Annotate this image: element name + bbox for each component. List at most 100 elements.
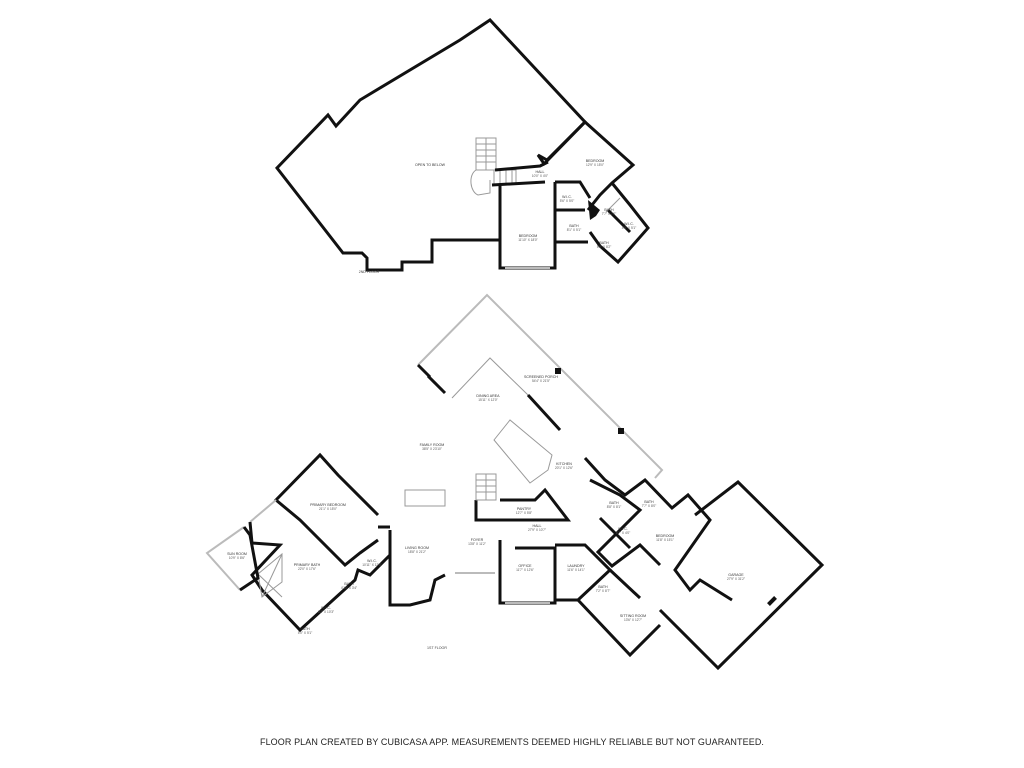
room-dims: 22'0" X 17'6" — [298, 567, 316, 571]
room-dims: 11'7" X 12'6" — [516, 568, 534, 572]
room-dims: 11'6" X 14'1" — [567, 568, 585, 572]
room-label: OFFICE — [518, 564, 532, 568]
kitchen-island — [493, 419, 553, 484]
floor-label: 1ST FLOOR — [427, 646, 447, 650]
room-label: LIVING ROOM — [405, 546, 429, 550]
room-dims: 13'6" X 12'7" — [624, 618, 642, 622]
kitchen-right-wall — [583, 456, 733, 602]
porch-wall — [416, 363, 432, 379]
room-dims: 8'2" X 10'3" — [318, 610, 334, 614]
room-label: BEDROOM — [519, 234, 538, 238]
room-dims: 11'10" X 18'0" — [518, 238, 538, 242]
room-label: W.I.C. — [624, 222, 634, 226]
room-label: HALL — [536, 170, 545, 174]
room-dims: 5'0" X 5'1" — [298, 631, 312, 635]
room-label: W.I.C. — [367, 559, 377, 563]
wic-wall — [555, 180, 592, 199]
sun-room-windows — [205, 526, 245, 591]
room-label: BEDROOM — [586, 159, 605, 163]
fireplace — [404, 489, 446, 507]
room-dims: 4'10" X 3'4" — [341, 586, 357, 590]
porch-post — [555, 368, 561, 374]
room-label: BATH — [300, 627, 310, 631]
pantry-walls — [474, 487, 572, 522]
garage-walls — [658, 480, 825, 671]
garage-post — [767, 596, 777, 606]
room-label: BATH — [609, 501, 619, 505]
room-dims: 5'6" X 5'0" — [560, 199, 574, 203]
room-dims: 27'9" X 10'7" — [528, 528, 546, 532]
chimney — [588, 200, 600, 220]
room-label: BATH — [344, 582, 354, 586]
upper-bedroom-walls — [543, 119, 636, 211]
room-label: LAUNDRY — [567, 564, 585, 568]
right-bath-walls — [588, 182, 650, 265]
room-label: PANTRY — [517, 507, 532, 511]
room-label: OPEN TO BELOW — [415, 163, 446, 167]
room-label: KITCHEN — [556, 462, 572, 466]
room-label: DINING AREA — [476, 394, 500, 398]
room-dims: 38'5" X 23'10" — [422, 447, 442, 451]
sitting-room-walls — [576, 598, 662, 658]
staircase-icon — [475, 473, 497, 501]
family-room-walls — [426, 374, 447, 395]
room-dims: 12'7" X 5'8" — [516, 511, 532, 515]
room-label: SCREENED PORCH — [524, 375, 558, 379]
room-dims: 5'0" X 8'2" — [597, 245, 611, 249]
room-dims: 7'7" X 8'0" — [642, 504, 656, 508]
shower-fixture — [257, 552, 283, 598]
room-dims: 5'7" X 4'0" — [616, 531, 630, 535]
room-label: BATH — [569, 224, 579, 228]
room-dims: 21'1" X 15'0" — [319, 507, 337, 511]
room-dims: 10'9" X 8'6" — [229, 556, 245, 560]
room-label: BATH — [599, 241, 609, 245]
room-dims: 27'9" X 31'2" — [727, 577, 745, 581]
primary-bath-walls — [248, 521, 392, 633]
disclaimer-footer: FLOOR PLAN CREATED BY CUBICASA APP. MEAS… — [259, 737, 765, 747]
room-dims: 4'0" X 5'1" — [622, 226, 636, 230]
room-label: BATH — [644, 500, 654, 504]
staircase-icon — [470, 137, 517, 196]
lower-bedroom-walls — [498, 182, 557, 270]
room-label: W.I.C. — [562, 195, 572, 199]
room-label: PRIMARY BEDROOM — [310, 503, 346, 507]
room-dims: 54'4" X 21'5" — [532, 379, 550, 383]
hall-wall — [494, 160, 549, 172]
room-label: BATH — [604, 208, 614, 212]
room-dims: 10'11" X 12'4" — [362, 563, 382, 567]
room-label: SUN ROOM — [227, 552, 247, 556]
living-room-walls — [388, 530, 446, 607]
room-dims: 11'8" X 15'1" — [656, 538, 674, 542]
porch-post — [618, 428, 624, 434]
room-label: FAMILY ROOM — [420, 443, 445, 447]
room-dims: 18'8" X 21'2" — [408, 550, 426, 554]
room-dims: 7'7" X 7'0" — [602, 212, 616, 216]
room-label: SITTING ROOM — [620, 614, 646, 618]
room-label: GARAGE — [728, 573, 744, 577]
room-dims: 7'2" X 8'7" — [596, 589, 610, 593]
room-label: BEDROOM — [656, 534, 675, 538]
first-floor-plan: SCREENED PORCH 54'4" X 21'5" DINING AREA… — [205, 293, 825, 671]
room-label: BATH — [598, 585, 608, 589]
bedroom-wing-walls — [589, 478, 662, 568]
sun-room-wall — [239, 526, 260, 592]
room-dims: 12'9" X 15'0" — [586, 163, 604, 167]
primary-bedroom-walls — [273, 452, 380, 568]
room-label: HALL — [533, 524, 542, 528]
room-dims: 8'1" X 5'1" — [567, 228, 581, 232]
second-floor-plan: OPEN TO BELOW HALL 10'0" X 4'0" BEDROOM … — [275, 18, 650, 274]
hall-wall-lower — [491, 180, 546, 187]
office-walls — [498, 540, 557, 605]
floor-label: 2ND FLOOR — [359, 270, 380, 274]
dining-bay — [451, 357, 529, 399]
open-to-below-walls — [275, 18, 588, 272]
room-label: FOYER — [471, 538, 484, 542]
room-dims: 10'0" X 4'0" — [532, 174, 548, 178]
room-dims: 13'8" X 11'2" — [468, 542, 486, 546]
room-label: W.I.C. — [321, 606, 331, 610]
room-dims: 15'11" X 12'0" — [478, 398, 498, 402]
room-dims: 8'8" X 8'1" — [607, 505, 621, 509]
screened-porch-screens — [417, 293, 664, 479]
room-label: PRIMARY BATH — [294, 563, 321, 567]
